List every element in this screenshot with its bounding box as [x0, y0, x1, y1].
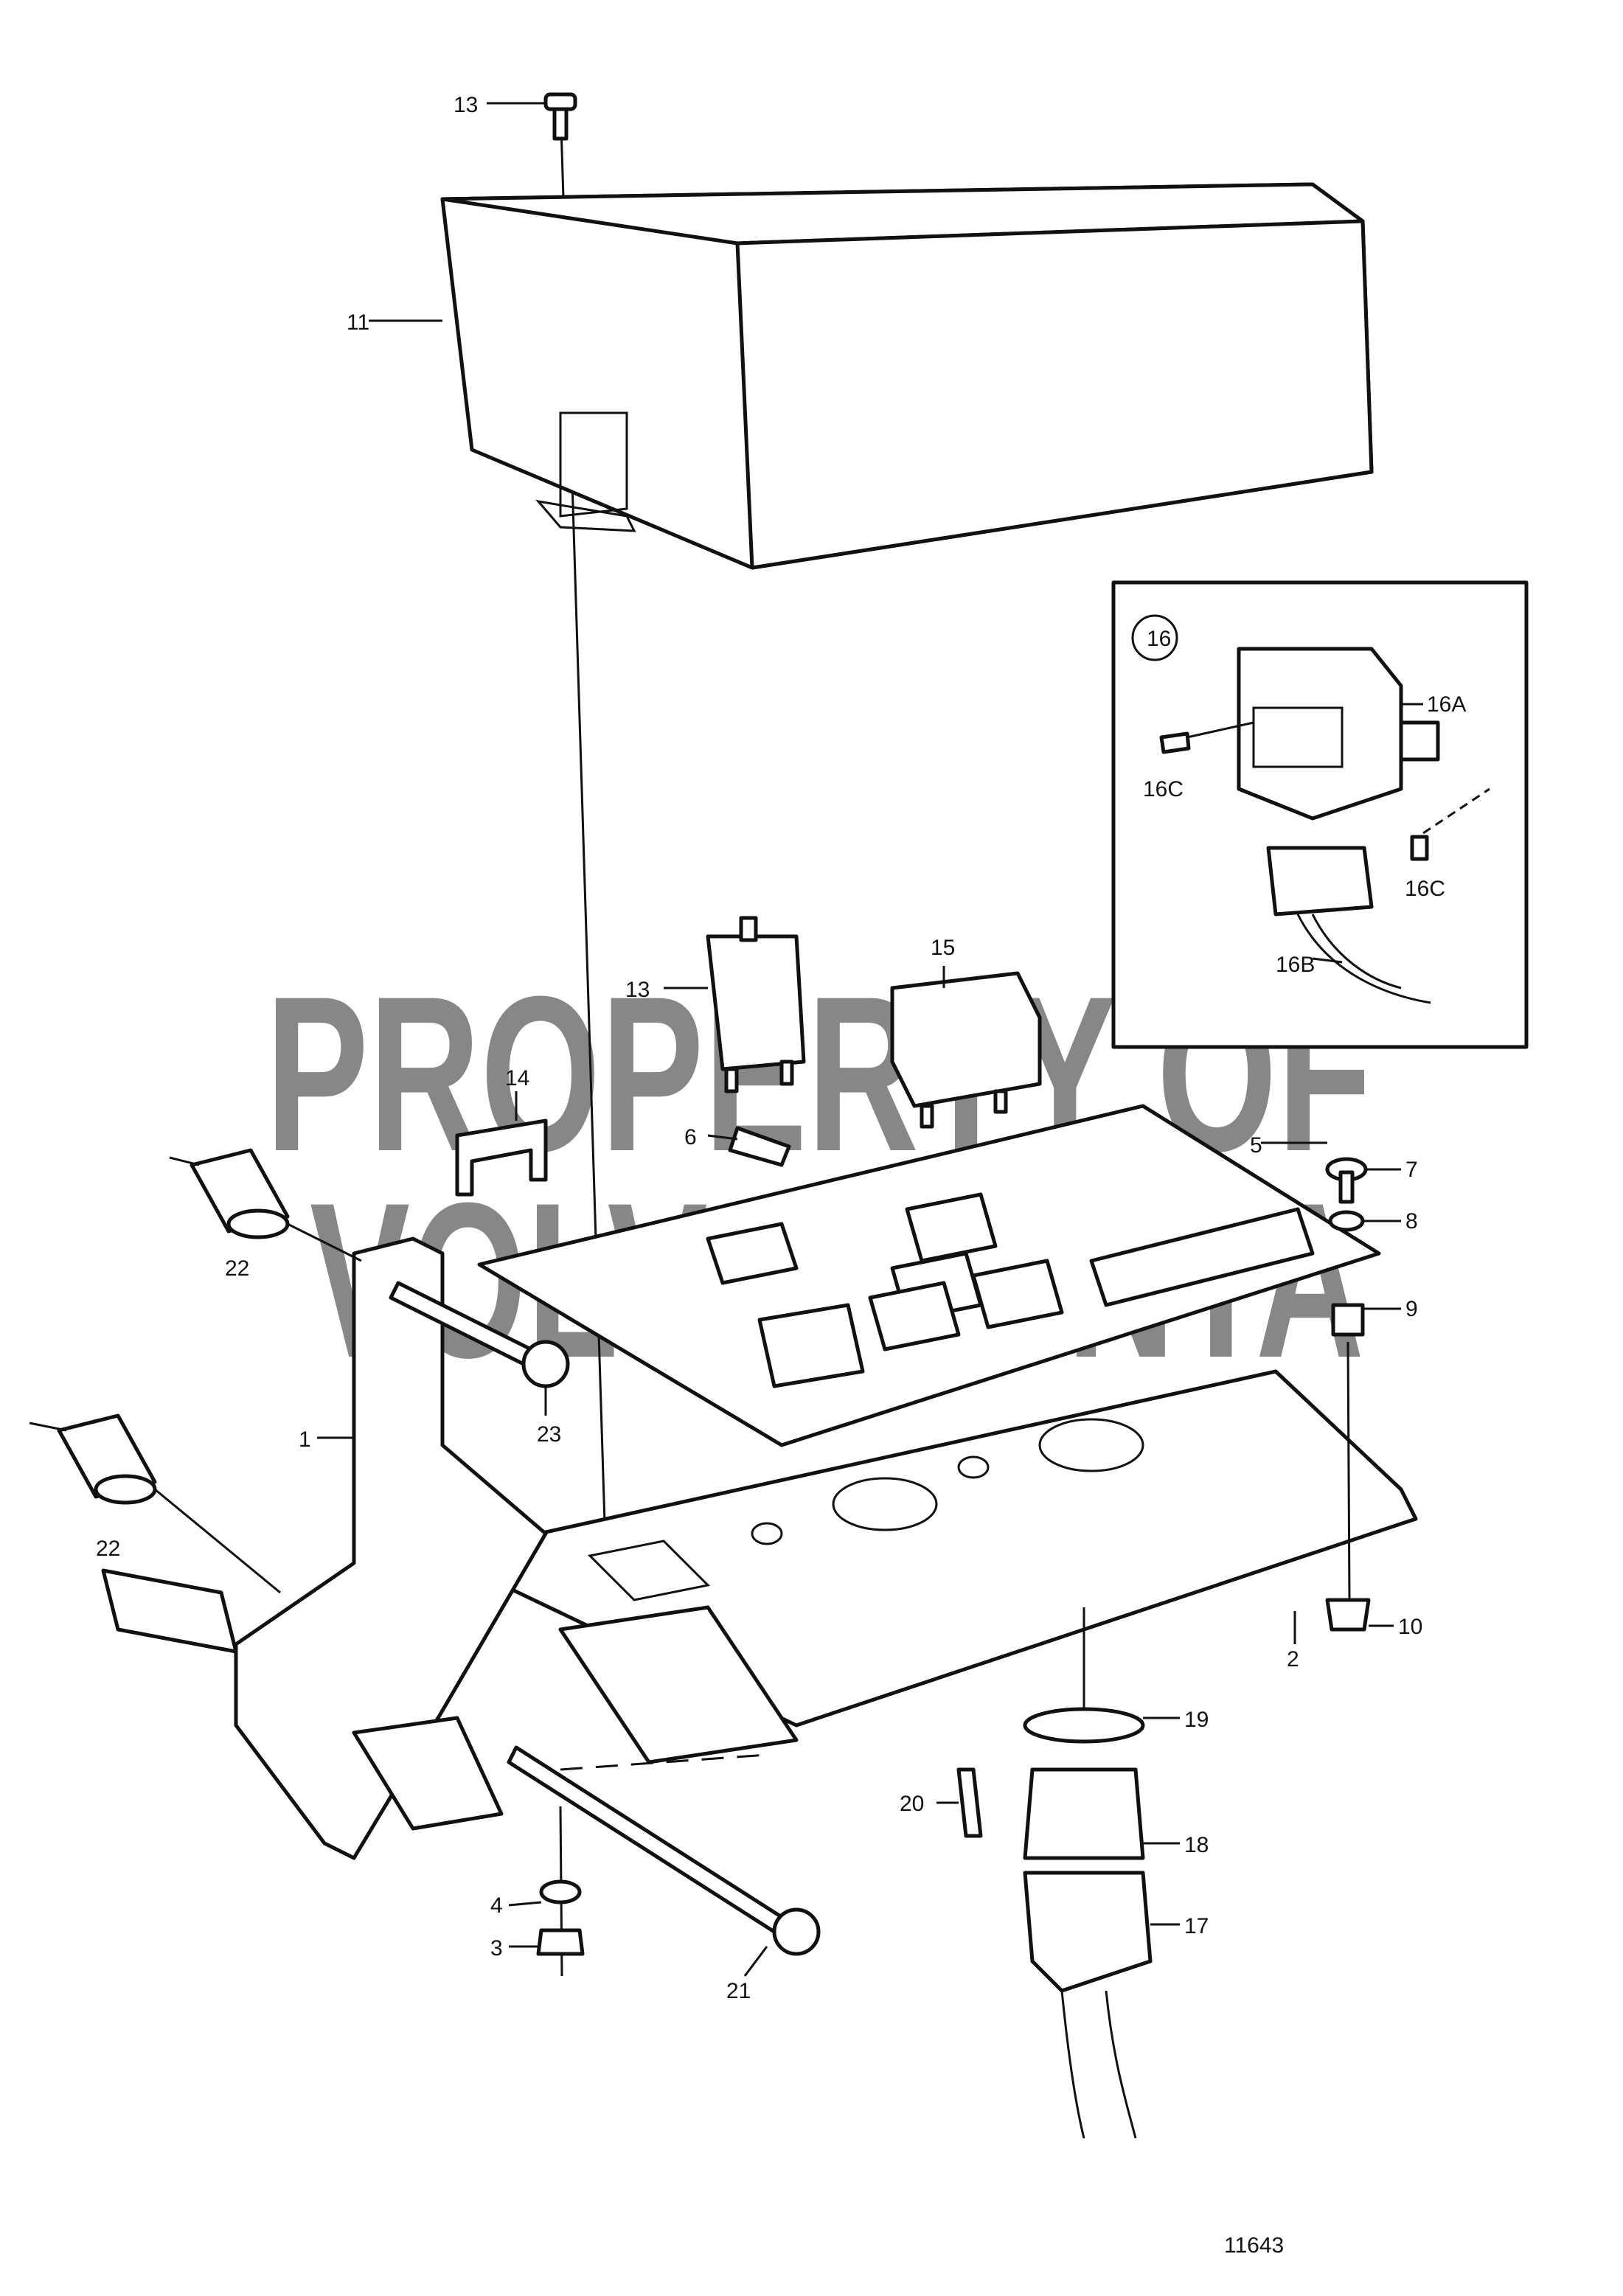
relay-13 — [706, 916, 806, 1093]
label-14: 14 — [505, 1066, 529, 1090]
label-17: 17 — [1184, 1914, 1209, 1938]
fastener-stack-7-10 — [1325, 1157, 1371, 1632]
callout-labels: 13 11 13 15 14 6 5 7 8 9 10 2 1 3 4 21 2… — [96, 93, 1466, 2258]
label-2: 2 — [1287, 1647, 1299, 1671]
label-22-bottom: 22 — [96, 1537, 120, 1561]
label-13: 13 — [625, 978, 650, 1002]
clip-20 — [956, 1767, 983, 1838]
bolt-21 — [507, 1745, 821, 1956]
label-6: 6 — [684, 1125, 697, 1149]
circuit-board-5 — [477, 1104, 1381, 1447]
label-11: 11 — [347, 310, 369, 335]
label-5: 5 — [1250, 1133, 1262, 1158]
label-20: 20 — [900, 1792, 924, 1816]
bolt-23 — [389, 1281, 570, 1388]
label-16b: 16B — [1276, 953, 1315, 977]
label-3: 3 — [490, 1936, 503, 1961]
label-10: 10 — [1398, 1615, 1422, 1639]
label-16c-left: 16C — [1143, 777, 1184, 801]
connector-17-19 — [1023, 1607, 1153, 2139]
leader-lines — [317, 102, 1423, 1977]
figure-number: 11643 — [1224, 2233, 1284, 2258]
label-9: 9 — [1405, 1297, 1418, 1321]
label-23: 23 — [537, 1422, 561, 1447]
mounting-bracket-1 — [101, 1236, 799, 1860]
label-16a: 16A — [1427, 692, 1466, 717]
label-4: 4 — [490, 1893, 503, 1918]
label-21: 21 — [726, 1979, 751, 2003]
screw-12 — [543, 92, 577, 141]
label-1: 1 — [299, 1427, 311, 1452]
label-19: 19 — [1184, 1708, 1209, 1732]
label-16c-right: 16C — [1405, 877, 1445, 901]
spacer-22-top — [169, 1148, 362, 1262]
label-7: 7 — [1405, 1158, 1418, 1182]
fuse-6 — [728, 1126, 791, 1167]
label-22-top: 22 — [225, 1256, 249, 1281]
label-18: 18 — [1184, 1833, 1209, 1857]
spacer-22-bottom — [29, 1413, 281, 1594]
inset-circle-label: 16 — [1147, 627, 1171, 651]
inset-relay-16 — [1111, 580, 1529, 1049]
label-15: 15 — [931, 936, 955, 960]
label-8: 8 — [1405, 1209, 1418, 1234]
cover-box — [440, 182, 1374, 570]
bracket-14 — [455, 1119, 548, 1197]
nut-washer-3-4 — [536, 1806, 585, 1977]
label-12: 13 — [453, 93, 478, 117]
relay-15 — [890, 971, 1042, 1129]
